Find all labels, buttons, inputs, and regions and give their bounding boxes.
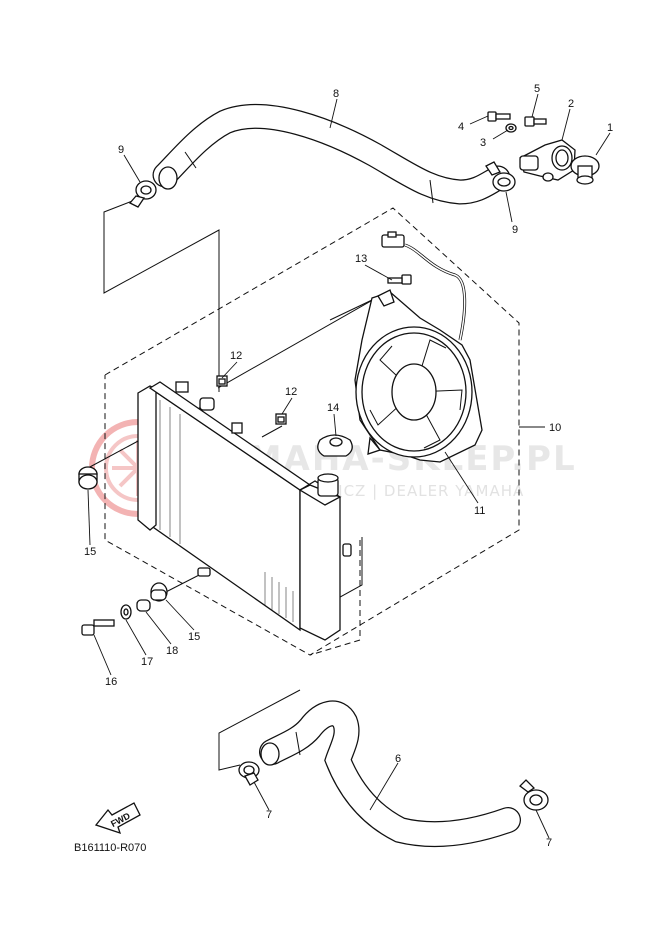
callout-6: 6 xyxy=(395,753,401,765)
forward-arrow-icon: FWD xyxy=(94,802,141,835)
fan-wiring xyxy=(381,231,467,341)
callout-5: 5 xyxy=(534,83,540,95)
callout-1: 1 xyxy=(607,122,613,134)
clip-12-lower xyxy=(275,413,287,425)
upper-hose xyxy=(152,103,511,205)
radiator-cap xyxy=(317,434,353,457)
radiator-assembly-boundary xyxy=(104,207,520,656)
callout-12-upper: 12 xyxy=(230,350,242,362)
callout-2: 2 xyxy=(568,98,574,110)
radiator xyxy=(137,381,352,641)
hose-clamp-right xyxy=(485,161,516,192)
callout-9-right: 9 xyxy=(512,224,518,236)
clip-12-upper xyxy=(216,375,228,387)
thermostat xyxy=(570,155,600,185)
radiator-fins xyxy=(159,400,294,622)
callout-14: 14 xyxy=(327,402,339,414)
callout-3: 3 xyxy=(480,137,486,149)
washer-17 xyxy=(120,604,132,620)
collar-18 xyxy=(136,599,151,612)
hose-clamp-lower-right xyxy=(519,779,549,811)
damper-15-left xyxy=(78,466,98,490)
hose-clamp-left xyxy=(128,180,157,208)
thermostat-housing xyxy=(519,139,576,182)
lower-hose xyxy=(259,700,521,848)
damper-15-lower xyxy=(150,582,168,602)
callout-12-lower: 12 xyxy=(285,386,297,398)
callout-15-lower: 15 xyxy=(188,631,200,643)
callout-8: 8 xyxy=(333,88,339,100)
callout-17: 17 xyxy=(141,656,153,668)
callout-7-right: 7 xyxy=(546,837,552,849)
callout-13: 13 xyxy=(355,253,367,265)
hose-clamp-lower-left xyxy=(238,761,260,786)
callout-7-left: 7 xyxy=(266,809,272,821)
callout-10: 10 xyxy=(549,422,561,434)
callout-18: 18 xyxy=(166,645,178,657)
callout-15-left: 15 xyxy=(84,546,96,558)
leader-lines xyxy=(87,93,611,839)
callout-9-left: 9 xyxy=(118,144,124,156)
callouts: 1 2 3 4 5 6 7 7 8 9 9 10 11 12 12 13 14 … xyxy=(84,83,613,849)
bolt-16 xyxy=(81,619,115,636)
bolt-5 xyxy=(524,116,547,127)
bolt-4 xyxy=(487,111,511,122)
callout-4: 4 xyxy=(458,121,464,133)
bolt-13 xyxy=(387,274,412,285)
fan-motor-assembly xyxy=(354,289,483,463)
radiator-filler-neck xyxy=(317,473,339,497)
diagram-code: B161110-R070 xyxy=(74,842,146,854)
callout-11: 11 xyxy=(474,505,485,517)
callout-16: 16 xyxy=(105,676,117,688)
washer-3 xyxy=(505,123,517,133)
